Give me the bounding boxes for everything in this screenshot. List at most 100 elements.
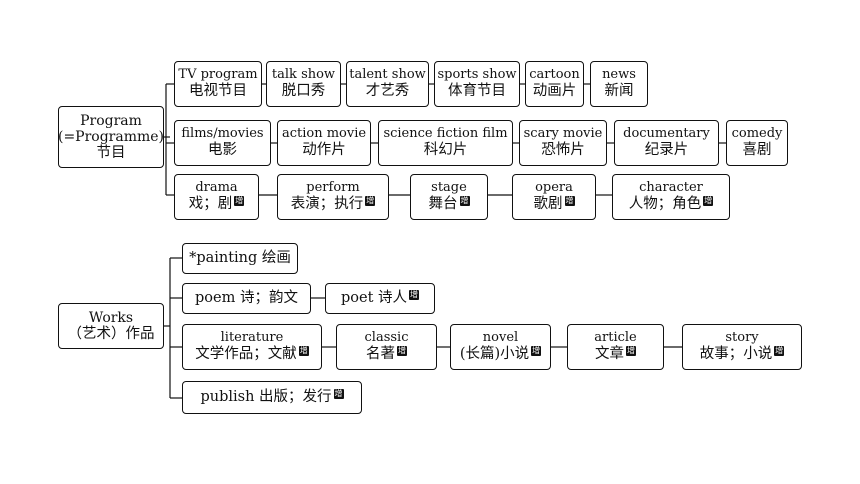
add-badge-icon: 增 <box>774 346 785 357</box>
node-zh-text: 故事；小说 <box>699 346 773 363</box>
node-zh: 文学作品；文献增 <box>195 346 309 363</box>
node-literature: literature 文学作品；文献增 <box>182 324 322 370</box>
node-tv-program: TV program 电视节目 <box>174 61 262 107</box>
node-zh: 恐怖片 <box>541 142 585 159</box>
works-root-zh: （艺术）作品 <box>67 325 155 342</box>
node-zh: 故事；小说增 <box>700 346 785 363</box>
node-zh-text: (长篇)小说 <box>459 346 530 363</box>
node-stage: stage 舞台增 <box>410 174 488 220</box>
node-en: literature <box>220 330 284 346</box>
node-zh-text: 舞台 <box>428 196 458 213</box>
node-en: classic <box>364 330 409 346</box>
node-zh: 电影 <box>208 142 237 159</box>
node-story: story 故事；小说增 <box>682 324 802 370</box>
node-zh-text: 表演；执行 <box>290 196 364 213</box>
node-zh: 脱口秀 <box>281 83 326 100</box>
node-en: news <box>602 67 636 83</box>
node-en: story <box>725 330 759 346</box>
program-root: Program (=Programme) 节目 <box>58 106 164 168</box>
add-badge-icon: 增 <box>333 389 344 400</box>
node-en: TV program <box>178 67 258 83</box>
program-root-zh: 节目 <box>96 144 126 161</box>
add-badge-icon: 增 <box>626 346 636 357</box>
node-zh: 舞台增 <box>429 196 470 213</box>
node-zh: (长篇)小说增 <box>459 346 542 363</box>
add-badge-icon: 增 <box>365 196 376 207</box>
add-badge-icon: 增 <box>397 346 407 357</box>
add-badge-icon: 增 <box>234 196 245 207</box>
node-action-movie: action movie 动作片 <box>277 120 371 166</box>
node-text: publish 出版；发行增 <box>200 389 344 406</box>
node-news: news 新闻 <box>590 61 648 107</box>
node-zh: 体育节目 <box>448 83 506 100</box>
node-perform: perform 表演；执行增 <box>277 174 389 220</box>
node-en: novel <box>482 330 519 346</box>
node-en: opera <box>535 180 573 196</box>
node-zh: 喜剧 <box>742 142 772 159</box>
add-badge-icon: 增 <box>703 196 714 207</box>
node-zh: 动作片 <box>302 142 346 159</box>
node-talk-show: talk show 脱口秀 <box>266 61 341 107</box>
node-en: films/movies <box>181 126 264 142</box>
node-en: talk show <box>271 67 336 83</box>
add-badge-icon: 增 <box>564 196 575 207</box>
node-scary-movie: scary movie 恐怖片 <box>519 120 607 166</box>
node-en: scary movie <box>523 126 603 142</box>
node-zh: 科幻片 <box>423 142 468 159</box>
node-poet: poet 诗人增 <box>325 283 435 314</box>
node-text: poem 诗；韵文 <box>195 290 298 307</box>
node-zh: 电视节目 <box>189 83 247 100</box>
node-opera: opera 歌剧增 <box>512 174 596 220</box>
node-zh-text: 文学作品；文献 <box>195 346 297 363</box>
node-science-fiction-film: science fiction film 科幻片 <box>378 120 513 166</box>
node-zh: 名著增 <box>366 346 407 363</box>
node-en: sports show <box>437 67 517 83</box>
node-text-label: poet 诗人 <box>340 290 408 307</box>
node-en: talent show <box>349 67 426 83</box>
node-en: documentary <box>623 126 710 142</box>
node-zh: 动画片 <box>532 83 577 100</box>
node-zh-text: 歌剧 <box>533 196 563 213</box>
node-text-label: publish 出版；发行 <box>200 389 332 406</box>
node-en: stage <box>431 180 467 196</box>
node-classic: classic 名著增 <box>336 324 437 370</box>
node-en: drama <box>195 180 238 196</box>
node-publish: publish 出版；发行增 <box>182 381 362 414</box>
add-badge-icon: 增 <box>459 196 470 207</box>
node-en: perform <box>306 180 360 196</box>
node-text: poet 诗人增 <box>340 290 420 307</box>
add-badge-icon: 增 <box>298 346 309 357</box>
node-zh: 新闻 <box>604 83 634 100</box>
add-badge-icon: 增 <box>409 290 420 301</box>
program-root-en: Program <box>80 112 142 129</box>
node-en: comedy <box>731 126 783 142</box>
add-badge-icon: 增 <box>531 346 542 357</box>
node-zh: 文章增 <box>595 346 636 363</box>
node-zh-text: 文章 <box>595 346 624 363</box>
node-comedy: comedy 喜剧 <box>726 120 788 166</box>
node-zh: 人物；角色增 <box>629 196 714 213</box>
node-poem: poem 诗；韵文 <box>182 283 311 314</box>
node-talent-show: talent show 才艺秀 <box>346 61 429 107</box>
node-novel: novel (长篇)小说增 <box>450 324 551 370</box>
node-character: character 人物；角色增 <box>612 174 730 220</box>
node-zh: 纪录片 <box>644 142 689 159</box>
node-cartoon: cartoon 动画片 <box>525 61 584 107</box>
node-zh-text: 戏；剧 <box>188 196 233 213</box>
node-zh-text: 人物；角色 <box>628 196 702 213</box>
node-zh: 戏；剧增 <box>189 196 245 213</box>
node-en: cartoon <box>529 67 580 83</box>
node-painting: *painting 绘画 <box>182 243 298 274</box>
node-en: character <box>639 180 703 196</box>
node-films-movies: films/movies 电影 <box>174 120 271 166</box>
node-text: *painting 绘画 <box>189 250 291 267</box>
node-documentary: documentary 纪录片 <box>614 120 719 166</box>
node-article: article 文章增 <box>567 324 664 370</box>
node-drama: drama 戏；剧增 <box>174 174 259 220</box>
program-root-en-alt: (=Programme) <box>57 128 165 145</box>
works-root-en: Works <box>88 309 134 326</box>
node-sports-show: sports show 体育节目 <box>434 61 520 107</box>
node-en: action movie <box>281 126 367 142</box>
